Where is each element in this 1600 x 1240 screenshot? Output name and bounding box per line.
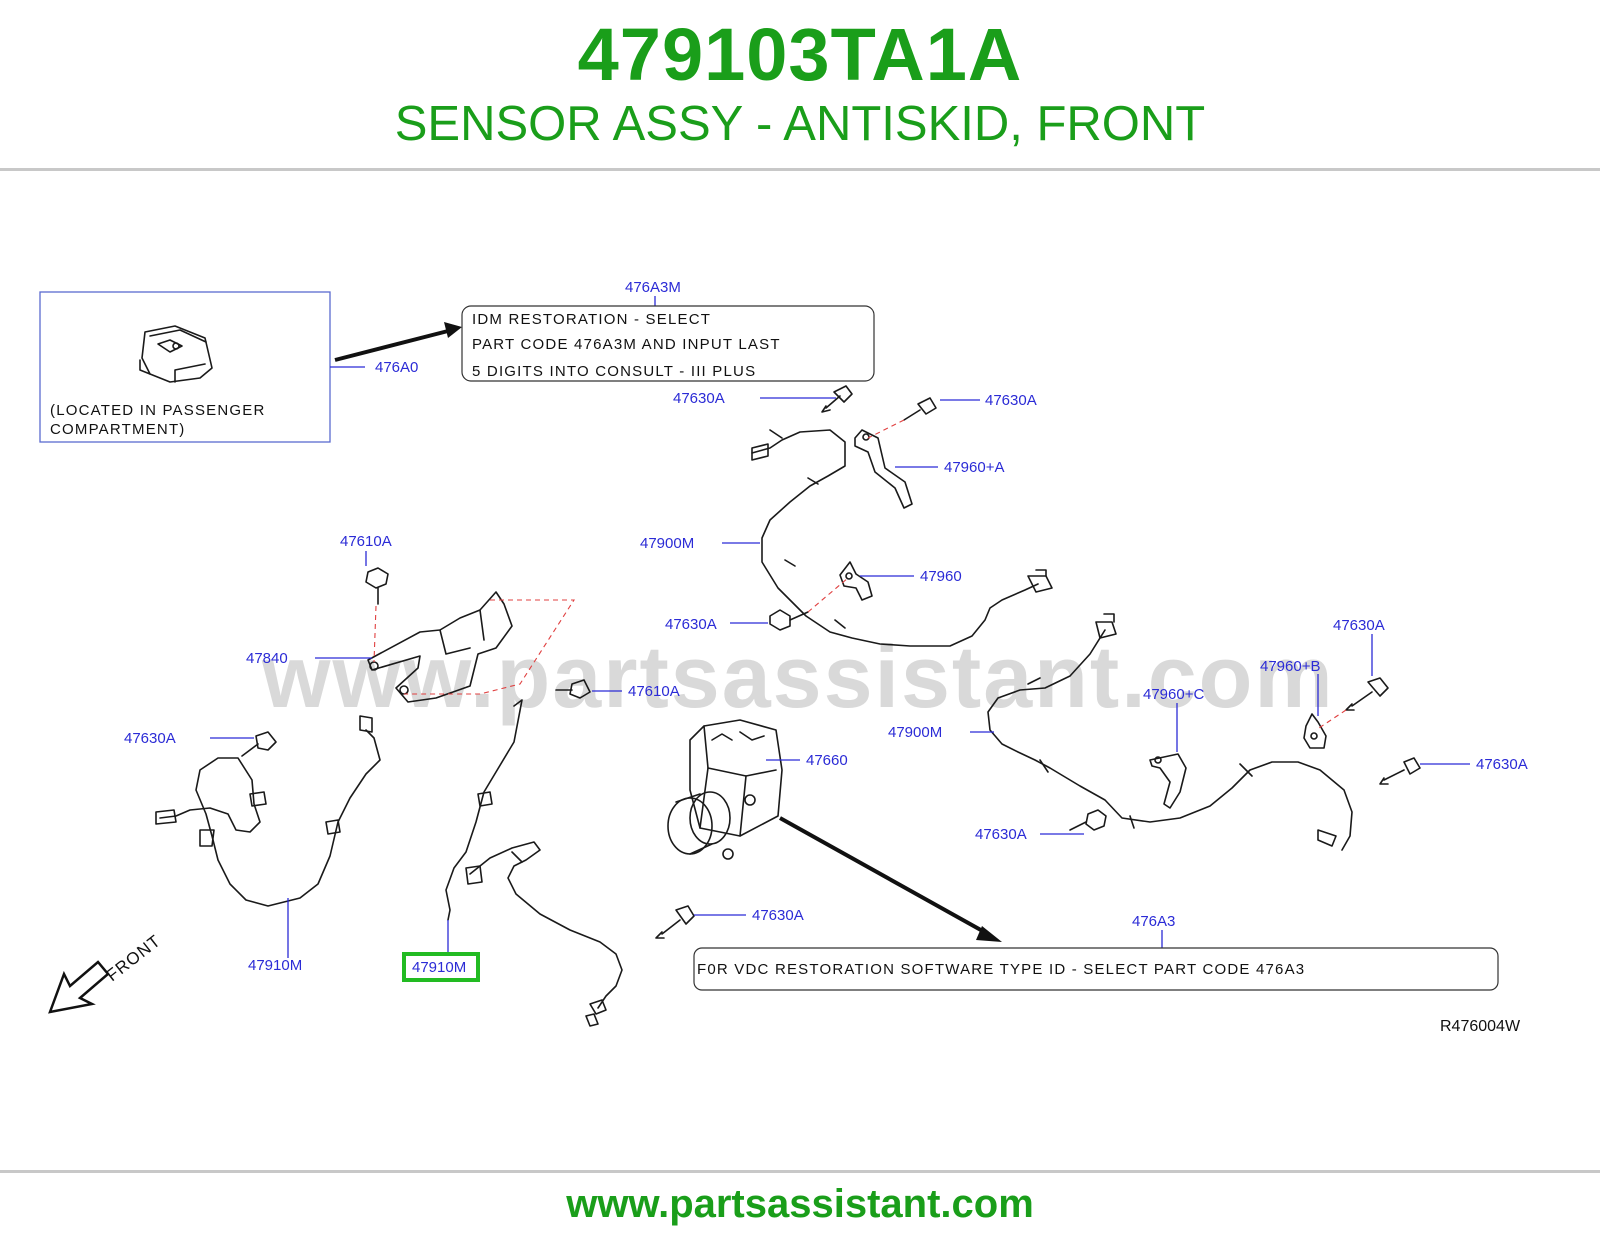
bolt-47630A-8 [655, 905, 695, 939]
bracket-47960 [839, 561, 873, 601]
footer-divider [0, 1170, 1600, 1173]
label-47960C[interactable]: 47960+C [1143, 686, 1204, 703]
bolt-47630A-6 [1069, 809, 1107, 831]
parts-diagram: www.partsassistant.com (LOCATED IN PASSE… [0, 270, 1600, 1090]
label-47960B[interactable]: 47960+B [1260, 658, 1320, 675]
sensor-harness-right [987, 613, 1353, 851]
dash-upper-bolt [867, 419, 905, 439]
footer-url[interactable]: www.partsassistant.com [566, 1182, 1034, 1226]
bolt-47610A-1 [365, 567, 389, 605]
bolt-47630A-4 [1345, 677, 1389, 711]
label-47910M-2[interactable]: 47910M [412, 959, 466, 976]
sensor-47910M-left [155, 715, 381, 907]
front-arrow-icon [48, 960, 110, 1014]
idm-note-line3: 5 DIGITS INTO CONSULT - III PLUS [472, 363, 756, 380]
watermark-text: www.partsassistant.com [261, 627, 1335, 726]
label-47660[interactable]: 47660 [806, 752, 848, 769]
page-header: 479103TA1A SENSOR ASSY - ANTISKID, FRONT [0, 0, 1600, 170]
bracket-47840 [367, 591, 513, 703]
bolt-47630A-1 [821, 385, 853, 413]
bracket-47960A [854, 429, 913, 509]
label-47630A-2[interactable]: 47630A [985, 392, 1037, 409]
idm-note-line2: PART CODE 476A3M AND INPUT LAST [472, 336, 781, 353]
idm-module-icon [139, 325, 213, 383]
arrow-to-idm-note [334, 329, 449, 362]
label-47960A[interactable]: 47960+A [944, 459, 1004, 476]
dash-mid-bolt [807, 577, 849, 613]
arrow-head-vdc [976, 926, 1002, 942]
label-47610A-2[interactable]: 47610A [628, 683, 680, 700]
sensor-harness-upper [751, 429, 1053, 647]
bracket-47960B [1303, 713, 1327, 749]
bolt-47610A-2 [555, 679, 591, 699]
vdc-note-box [693, 947, 1499, 991]
located-box [39, 291, 331, 443]
diagram-canvas: www.partsassistant.com (LOCATED IN PASSE… [39, 279, 1528, 1035]
bolt-47630A-2 [903, 397, 937, 421]
label-47900M-2[interactable]: 47900M [888, 724, 942, 741]
located-note-line2: COMPARTMENT) [50, 421, 186, 438]
label-47630A-8[interactable]: 47630A [752, 907, 804, 924]
header-divider [0, 168, 1600, 171]
drawing-code: R476004W [1440, 1018, 1521, 1035]
dash-bracket-outline [404, 599, 576, 695]
dash-47610A-1 [373, 605, 377, 663]
label-47630A-5[interactable]: 47630A [1476, 756, 1528, 773]
label-47630A-4[interactable]: 47630A [1333, 617, 1385, 634]
label-47630A-7[interactable]: 47630A [124, 730, 176, 747]
highlight-box-47910M [402, 952, 480, 982]
label-476A3M[interactable]: 476A3M [625, 279, 681, 296]
label-47630A-6[interactable]: 47630A [975, 826, 1027, 843]
sensor-47910M-center [445, 699, 623, 1027]
front-label: FRONT [103, 931, 165, 985]
label-47630A-1[interactable]: 47630A [673, 390, 725, 407]
label-47960[interactable]: 47960 [920, 568, 962, 585]
bolt-47630A-7 [241, 731, 277, 757]
arrow-to-vdc-note [779, 816, 989, 936]
bolt-47630A-5 [1379, 757, 1421, 785]
label-47630A-3[interactable]: 47630A [665, 616, 717, 633]
label-47840[interactable]: 47840 [246, 650, 288, 667]
label-47900M-1[interactable]: 47900M [640, 535, 694, 552]
arrow-head-idm [444, 322, 462, 338]
part-description: SENSOR ASSY - ANTISKID, FRONT [394, 97, 1206, 151]
label-476A0[interactable]: 476A0 [375, 359, 418, 376]
label-476A3[interactable]: 476A3 [1132, 913, 1175, 930]
label-47910M-1[interactable]: 47910M [248, 957, 302, 974]
abs-actuator-47660 [667, 719, 783, 860]
bolt-47630A-3 [769, 609, 809, 631]
idm-note-box [461, 305, 875, 382]
vdc-note-text: F0R VDC RESTORATION SOFTWARE TYPE ID - S… [697, 961, 1305, 978]
dash-47630A-4 [1315, 709, 1347, 731]
label-47610A-1[interactable]: 47610A [340, 533, 392, 550]
located-note-line1: (LOCATED IN PASSENGER [50, 402, 266, 419]
idm-note-line1: IDM RESTORATION - SELECT [472, 311, 711, 328]
bracket-47960C [1149, 753, 1187, 809]
part-number-title: 479103TA1A [577, 13, 1023, 96]
